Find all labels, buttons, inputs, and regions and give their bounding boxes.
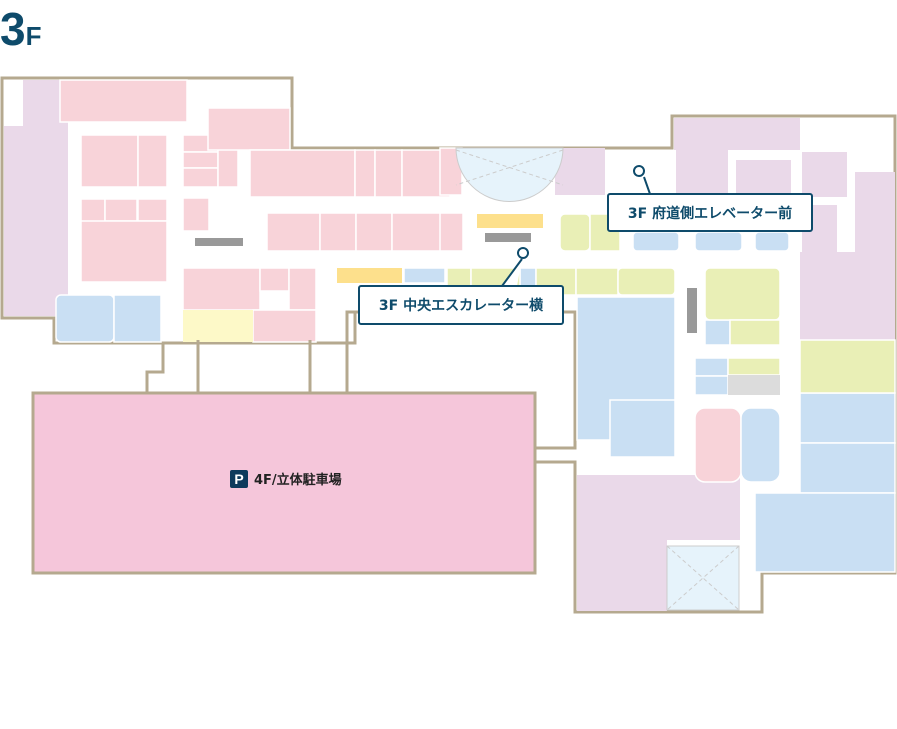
escalator-icon [195,233,697,333]
callout-elevator[interactable]: 3F 府道側エレベーター前 [607,193,813,232]
callout-label: 3F 府道側エレベーター前 [627,205,793,222]
parking-icon: P [230,469,248,488]
floor-number: 3 [0,3,26,55]
yellow-shops [337,214,543,283]
parking-text: 4F/立体駐車場 [254,473,342,488]
callout-label: 3F 中央エスカレーター横 [378,298,544,314]
parking-label[interactable]: P 4F/立体駐車場 [230,469,342,488]
atrium-void [455,147,740,611]
lavender-shops [4,80,895,611]
floor-suffix: F [25,21,42,51]
floor-title: 3F [0,2,41,56]
parking-building [31,391,537,575]
callout-escalator[interactable]: 3F 中央エスカレーター横 [358,285,564,325]
pale-yellow-shop [183,310,253,342]
connector-walls [145,310,355,393]
gray-area [728,375,780,395]
